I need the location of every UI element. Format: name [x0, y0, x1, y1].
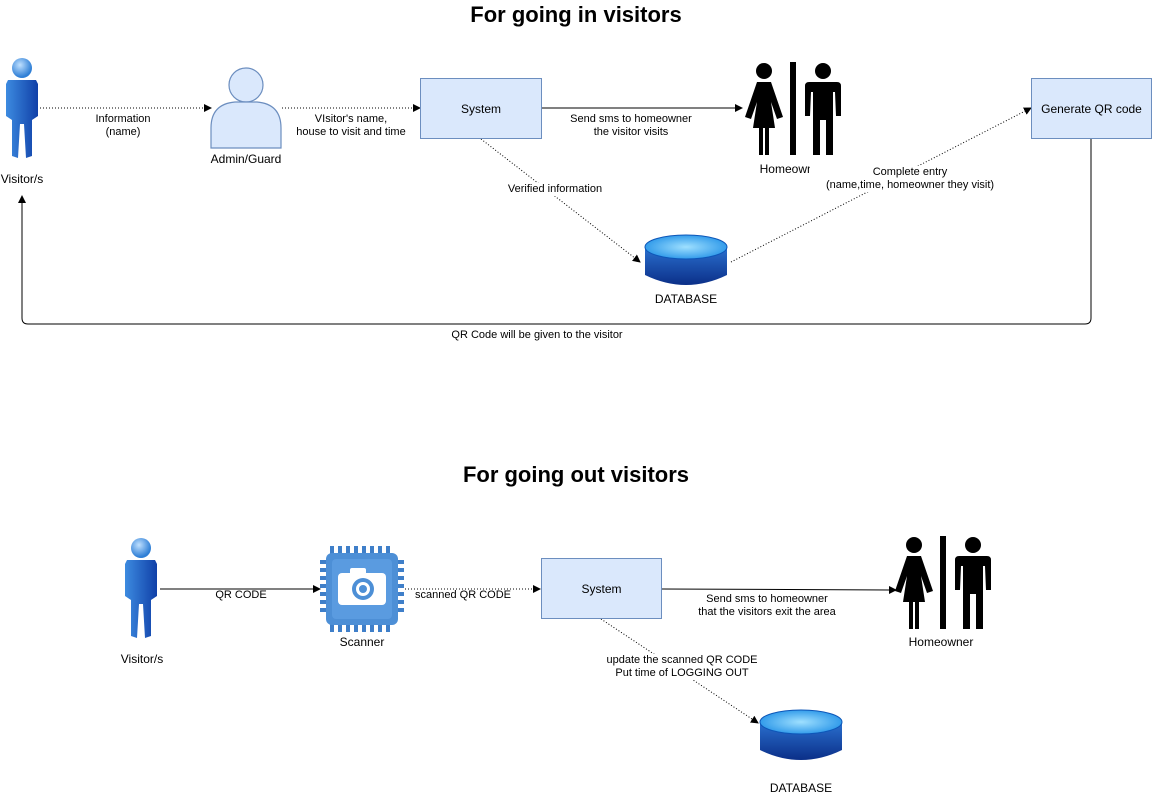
edge-label-send-sms: Send sms to homeowner the visitor visits	[570, 113, 692, 138]
going-in-title: For going in visitors	[470, 2, 682, 27]
database-label: DATABASE	[654, 292, 718, 306]
database-cylinder-icon	[759, 709, 843, 760]
edge-label-visitor-details: VIsitor's name, house to visit and time	[296, 113, 406, 138]
edge-system2-database	[600, 618, 759, 724]
edge-label-qr-given: QR Code will be given to the visitor	[451, 329, 623, 341]
admin-label: Admin/Guard	[210, 152, 282, 166]
database-label-out: DATABASE	[769, 781, 833, 795]
going-out-title: For going out visitors	[462, 462, 690, 487]
system-box[interactable]: System	[420, 78, 542, 139]
database-cylinder-icon	[644, 234, 728, 285]
edge-label-scanned: scanned QR CODE	[415, 589, 511, 601]
scanner-label: Scanner	[339, 635, 385, 649]
edge-label-send-sms-out: Send sms to homeowner that the visitors …	[698, 593, 836, 618]
homeowner-label: Homeowner	[759, 162, 825, 176]
person-figure-icon	[6, 58, 38, 158]
visitor-label-out: Visitor/s	[120, 652, 164, 666]
edge-system2-homeowner	[660, 585, 897, 594]
edge-label-information: Information (name)	[95, 113, 151, 138]
homeowner-label-out: Homeowner	[908, 635, 974, 649]
system-box-out[interactable]: System	[541, 558, 662, 619]
edge-label-update: update the scanned QR CODE Put time of L…	[592, 654, 772, 680]
edge-system-database	[480, 138, 641, 263]
restroom-people-icon	[745, 62, 841, 155]
person-figure-icon	[125, 538, 157, 638]
edge-generate-visitor	[18, 139, 1092, 325]
edge-label-verified: Verified information	[490, 183, 620, 196]
edge-label-complete-entry: Complete entry (name,time, homeowner the…	[810, 166, 1010, 192]
user-silhouette-icon	[210, 67, 282, 149]
restroom-people-icon	[895, 536, 991, 629]
camera-chip-icon	[320, 546, 404, 632]
generate-qr-box[interactable]: Generate QR code	[1031, 78, 1152, 139]
edge-label-qr-code: QR CODE	[215, 589, 267, 601]
visitor-label: Visitor/s	[0, 172, 44, 186]
